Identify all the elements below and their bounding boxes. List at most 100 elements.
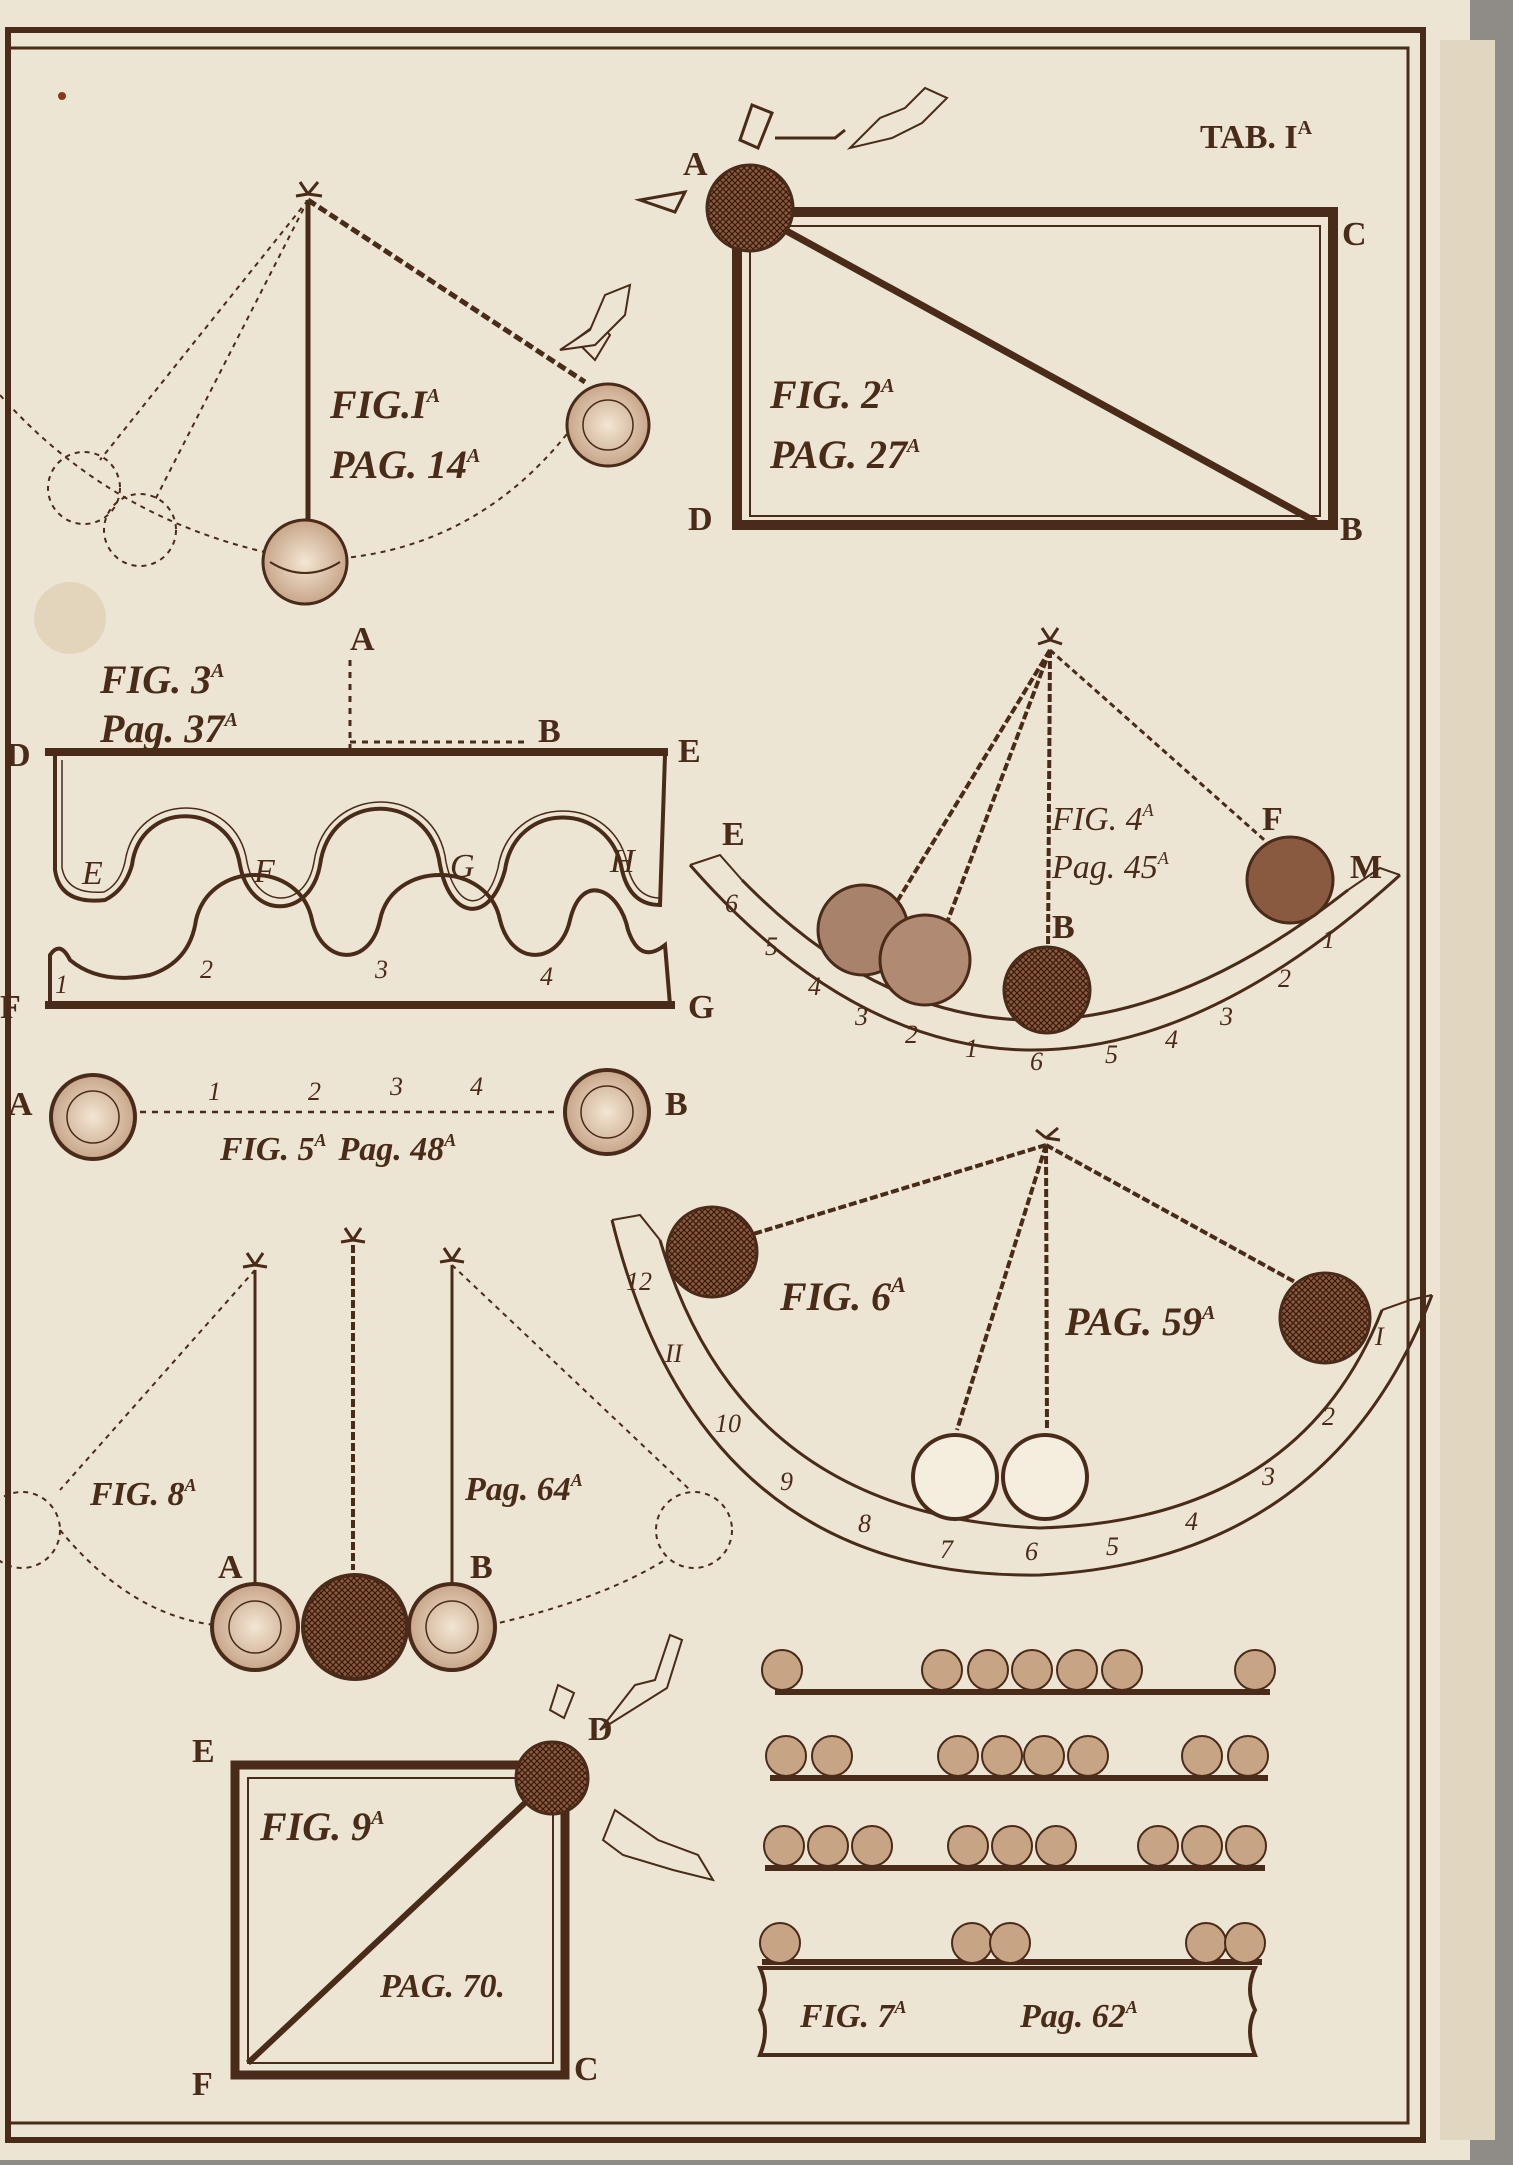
ghost-ball bbox=[47, 451, 121, 525]
ghost-ball bbox=[655, 1491, 733, 1569]
hand-icon bbox=[846, 86, 949, 150]
fig3-point-a: A bbox=[350, 621, 375, 658]
fig3-point-e: E bbox=[678, 733, 701, 770]
fig7-ball bbox=[851, 1825, 893, 1867]
svg-text:4: 4 bbox=[1185, 1507, 1198, 1536]
ghost-ball bbox=[0, 1491, 61, 1569]
fig3-number: 4 bbox=[540, 962, 553, 991]
fig7-ball bbox=[761, 1649, 803, 1691]
svg-text:5: 5 bbox=[765, 932, 778, 961]
fig2-point-a: A bbox=[683, 146, 708, 183]
pivot-ornament bbox=[1035, 1126, 1061, 1142]
fig5-number: 3 bbox=[389, 1072, 403, 1101]
ball-raised bbox=[565, 382, 651, 468]
ball-a bbox=[210, 1582, 300, 1672]
fig7-ball bbox=[951, 1922, 993, 1964]
fig3-wave-track bbox=[45, 660, 675, 1009]
fig4-point-b: B bbox=[1052, 909, 1075, 946]
fig7-ball bbox=[989, 1922, 1031, 1964]
fig9-point-c: C bbox=[574, 2051, 599, 2088]
fig8-caption: FIG. 8A bbox=[89, 1475, 196, 1513]
fig7-ball bbox=[1101, 1649, 1143, 1691]
fig2-point-b: B bbox=[1340, 511, 1363, 548]
ball-b bbox=[407, 1582, 497, 1672]
fig7-ball bbox=[1011, 1649, 1053, 1691]
pendulum-string bbox=[749, 1143, 1047, 1237]
raised-string bbox=[306, 197, 587, 385]
ball-rest bbox=[261, 518, 349, 606]
ball-f bbox=[1245, 835, 1335, 925]
pivot-ornament bbox=[1037, 627, 1063, 646]
ball-left bbox=[665, 1205, 759, 1299]
fig7-ball bbox=[765, 1735, 807, 1777]
ball-white bbox=[911, 1433, 999, 1521]
svg-text:9: 9 bbox=[780, 1467, 793, 1496]
fig4-scale: 6 5 4 3 2 1 6 5 4 3 2 1 bbox=[725, 889, 1335, 1076]
svg-text:6: 6 bbox=[1025, 1537, 1038, 1566]
fig2-rectangle bbox=[559, 86, 1338, 530]
fig1-page: PAG. 14A bbox=[329, 442, 480, 487]
svg-text:3: 3 bbox=[1261, 1462, 1275, 1491]
pendulum-string bbox=[1044, 1144, 1049, 1431]
diagonal-path bbox=[245, 1767, 563, 2066]
ball-b bbox=[563, 1068, 651, 1156]
fig6-caption: FIG. 6A bbox=[779, 1272, 906, 1319]
fig6-page: PAG. 59A bbox=[1064, 1299, 1215, 1344]
fig3-number: 2 bbox=[200, 955, 213, 984]
fig3-point-g: G bbox=[450, 848, 475, 885]
fig4-point-e: E bbox=[722, 816, 745, 853]
svg-text:8: 8 bbox=[858, 1509, 871, 1538]
fig7-ball bbox=[759, 1922, 801, 1964]
fig7-ball bbox=[1035, 1825, 1077, 1867]
fig9-page: PAG. 70. bbox=[379, 1968, 505, 2005]
hammer-icon bbox=[634, 103, 846, 214]
fig7-ball bbox=[1224, 1922, 1266, 1964]
fig7-ball bbox=[1185, 1922, 1227, 1964]
fig3-point-f: F bbox=[253, 853, 276, 890]
svg-text:2: 2 bbox=[1322, 1402, 1335, 1431]
fig5-point-b: B bbox=[665, 1086, 688, 1123]
fig3-point-h: H bbox=[609, 843, 637, 880]
fig7-ball bbox=[807, 1825, 849, 1867]
ball-d bbox=[514, 1740, 590, 1816]
ball-b bbox=[1002, 945, 1092, 1035]
fig7-ball bbox=[811, 1735, 853, 1777]
svg-text:10: 10 bbox=[715, 1409, 741, 1438]
inner-border bbox=[6, 46, 1410, 2125]
fig3-point-e2: E bbox=[81, 855, 103, 892]
ink-spot bbox=[58, 92, 66, 100]
fig7-ball bbox=[1225, 1825, 1267, 1867]
pendulum-string bbox=[1046, 649, 1052, 951]
pivot-ornament bbox=[295, 181, 323, 198]
svg-text:7: 7 bbox=[940, 1535, 954, 1564]
fig5-point-a: A bbox=[8, 1086, 33, 1123]
fig5-balls bbox=[49, 1068, 651, 1161]
svg-text:4: 4 bbox=[808, 972, 821, 1001]
svg-text:2: 2 bbox=[905, 1020, 918, 1049]
fig5-number: 1 bbox=[208, 1077, 221, 1106]
pivot-ornament bbox=[340, 1227, 366, 1244]
fig7-caption-box bbox=[756, 1966, 1259, 2057]
fig7-ball bbox=[1137, 1825, 1179, 1867]
fig3-caption: FIG. 3A bbox=[99, 657, 224, 702]
fig7-ball bbox=[1056, 1649, 1098, 1691]
ghost-ball bbox=[103, 493, 177, 567]
fig4-point-m: M bbox=[1350, 849, 1382, 886]
pivot-ornament bbox=[439, 1247, 465, 1264]
svg-text:6: 6 bbox=[1030, 1047, 1043, 1076]
fig7-ball bbox=[1234, 1649, 1276, 1691]
pendulum-string bbox=[946, 649, 1052, 921]
fig7-ball bbox=[1067, 1735, 1109, 1777]
fig7-ball bbox=[1023, 1735, 1065, 1777]
pendulum-string bbox=[1049, 648, 1271, 847]
fig4-page: Pag. 45A bbox=[1051, 848, 1170, 886]
hand-icon bbox=[548, 1633, 684, 1731]
fig7-ball bbox=[981, 1735, 1023, 1777]
fig7-ball bbox=[967, 1649, 1009, 1691]
fig7-ball bbox=[921, 1649, 963, 1691]
pivot-ornament bbox=[242, 1252, 268, 1269]
fig3-point-d: D bbox=[6, 737, 31, 774]
